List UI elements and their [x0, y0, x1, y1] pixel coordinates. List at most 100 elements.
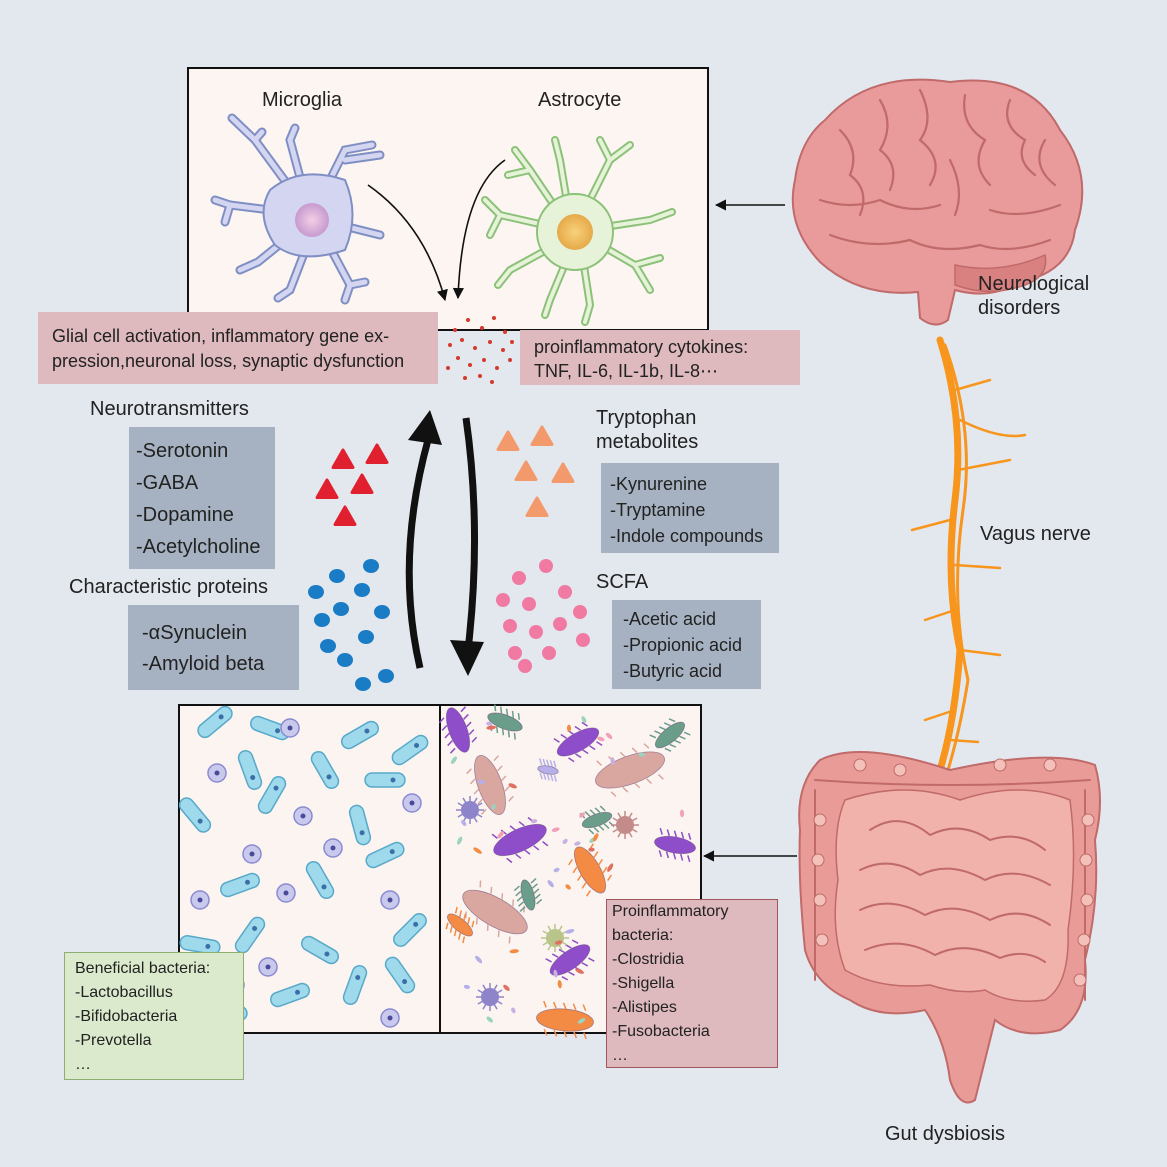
- lactobacillus-cell: [391, 734, 429, 766]
- microbe-speck: [610, 757, 615, 766]
- lactobacillus-cell: [364, 772, 406, 788]
- virus-particle: [456, 796, 484, 824]
- flagellum: [659, 827, 663, 835]
- flagellum: [550, 774, 554, 782]
- scfa-dot: [573, 605, 587, 619]
- flagellum: [581, 962, 589, 967]
- rod-nucleus: [324, 951, 330, 957]
- flagellum: [513, 732, 516, 740]
- flagellum: [610, 791, 617, 797]
- scfa-item: -Propionic acid: [623, 635, 743, 655]
- flagellum: [505, 708, 509, 716]
- proinflammatory-line: bacteria:: [612, 927, 674, 944]
- flagellum: [679, 735, 686, 740]
- proinflammatory-line: -Shigella: [612, 975, 675, 992]
- flagellum: [454, 906, 458, 914]
- flagellum: [603, 823, 610, 829]
- microbe-speck: [509, 949, 519, 954]
- microbe-speck: [565, 928, 575, 934]
- flagellum: [471, 736, 478, 743]
- tryptophan-triangles: [496, 425, 575, 517]
- pathogen-cell: [445, 906, 475, 944]
- beneficial-line: …: [75, 1056, 91, 1073]
- beneficial-line: Beneficial bacteria:: [75, 960, 211, 977]
- tryptophan-triangle: [551, 462, 575, 483]
- rod-nucleus: [252, 925, 258, 931]
- microbe-speck: [463, 984, 471, 989]
- microbe-speck: [557, 1009, 563, 1019]
- rod-nucleus: [414, 742, 420, 748]
- flagellum: [444, 732, 451, 739]
- flagellum: [687, 832, 692, 840]
- pathogen-body: [549, 944, 591, 976]
- flagellum: [574, 725, 581, 731]
- lactobacillus-cell: [300, 935, 340, 965]
- protein-dot: [320, 639, 336, 653]
- flagellum: [501, 728, 505, 736]
- cytokines-line: TNF, IL-6, IL-1b, IL-8⋯: [534, 361, 719, 381]
- flagellum: [494, 704, 497, 712]
- flagellum: [546, 759, 550, 767]
- flagellum: [602, 866, 608, 874]
- flagellum: [658, 850, 663, 858]
- flagellum: [495, 726, 499, 734]
- flagellum: [445, 922, 449, 930]
- lactobacillus-cell: [197, 705, 233, 739]
- rod-nucleus: [205, 943, 211, 949]
- flagellum: [562, 1002, 567, 1010]
- pathogen-cell: [513, 878, 543, 912]
- scfa-item: -Acetic acid: [623, 609, 717, 629]
- microbe-speck: [574, 841, 581, 846]
- rod-nucleus: [245, 879, 251, 885]
- microbe-speck: [581, 716, 587, 723]
- flagellum: [553, 737, 560, 743]
- microbe-speck: [486, 721, 493, 726]
- flagellum: [497, 930, 500, 938]
- neurotransmitter-item: -GABA: [136, 472, 199, 494]
- microbe-speck: [457, 836, 463, 845]
- microbe-speck: [567, 724, 572, 732]
- cytokine-particles: [446, 316, 514, 384]
- flagellum: [582, 1004, 587, 1012]
- scfa-item: -Butyric acid: [623, 661, 723, 681]
- flagellum: [572, 1003, 577, 1011]
- proinflammatory-line: …: [612, 1047, 628, 1064]
- microbe-speck: [562, 838, 568, 844]
- coccus-nucleus: [249, 851, 255, 857]
- flagellum: [491, 833, 498, 839]
- flagellum: [594, 807, 601, 814]
- flagellum: [467, 917, 471, 925]
- flagellum: [657, 773, 664, 780]
- flagellum: [471, 920, 475, 928]
- flagellum: [598, 858, 603, 866]
- flagellum: [462, 936, 466, 944]
- rod-body: [305, 860, 335, 900]
- flagellum: [458, 910, 463, 918]
- flagellum: [563, 1030, 568, 1038]
- pathogen-cell: [545, 939, 595, 981]
- flagellum: [543, 1028, 548, 1036]
- flagellum: [649, 734, 657, 739]
- neurotransmitter-triangle: [331, 448, 355, 469]
- flagellum: [659, 726, 666, 731]
- vagus-label: Vagus nerve: [980, 523, 1091, 545]
- proinflammatory-line: -Fusobacteria: [612, 1023, 710, 1040]
- lactobacillus-cell: [365, 841, 405, 869]
- tryptophan-title: Tryptophan metabolites: [596, 406, 698, 454]
- scfa-dot: [512, 571, 526, 585]
- pathogen-body: [520, 879, 536, 911]
- flagellum: [549, 760, 553, 767]
- rod-nucleus: [402, 979, 408, 985]
- rod-body: [237, 750, 263, 790]
- lactobacillus-cell: [234, 916, 266, 954]
- flagellum: [607, 874, 612, 882]
- microbe-speck: [547, 880, 554, 888]
- flagellum: [477, 798, 483, 805]
- microbe-speck: [497, 831, 504, 839]
- flagellum: [524, 849, 531, 855]
- pathogen-cell: [466, 754, 514, 816]
- flagellum: [500, 775, 507, 782]
- activation-line: pression,neuronal loss, synaptic dysfunc…: [52, 351, 405, 371]
- microbe-speck: [491, 803, 496, 810]
- flagellum: [538, 758, 543, 766]
